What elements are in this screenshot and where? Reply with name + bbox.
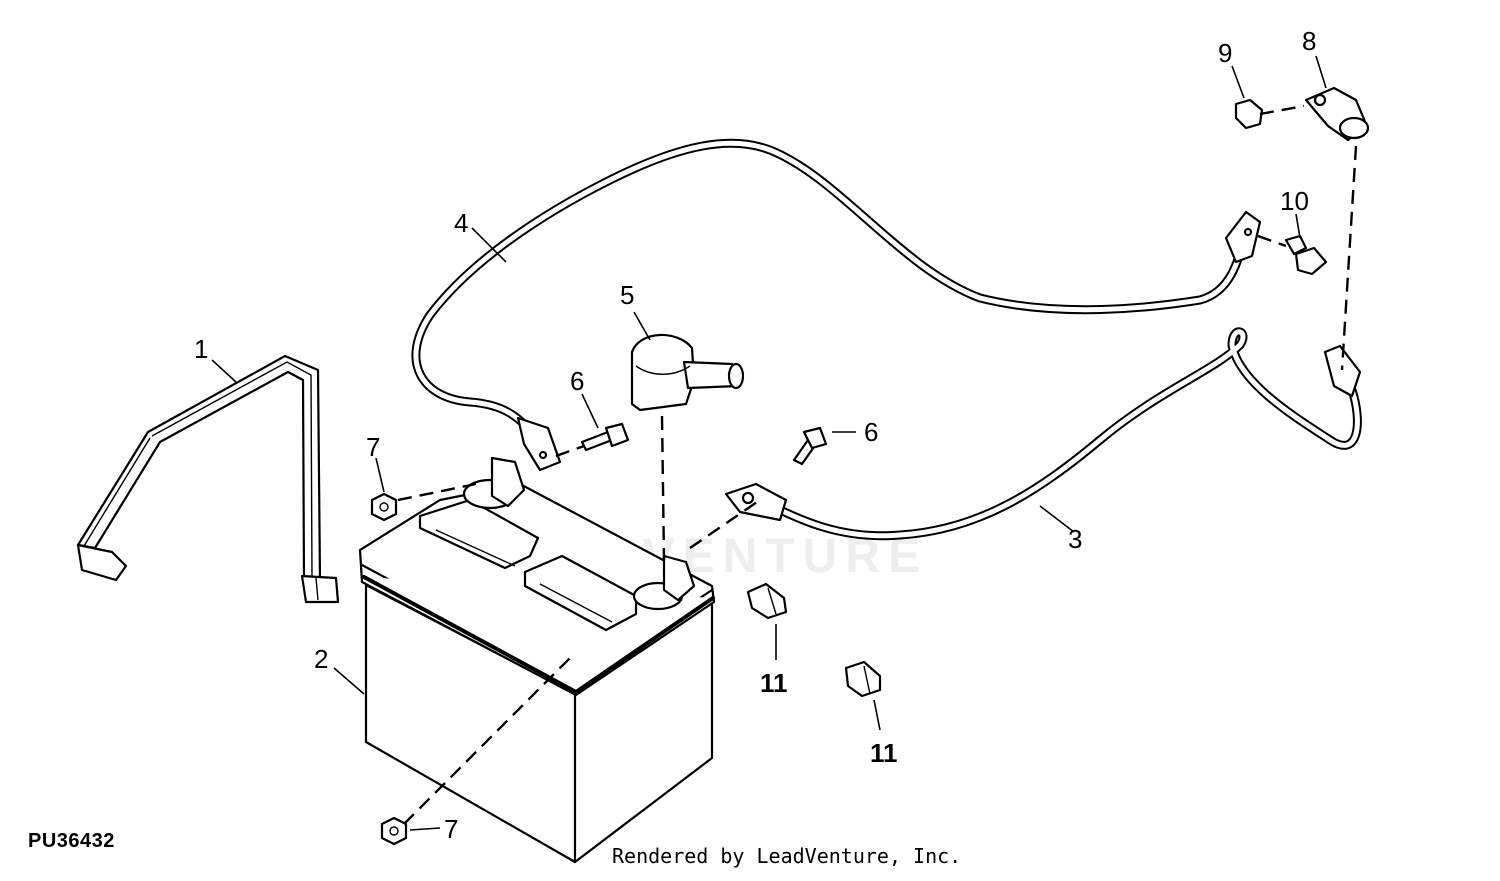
callout-11-right: 11 xyxy=(870,738,898,768)
render-credit: Rendered by LeadVenture, Inc. xyxy=(612,844,962,868)
part-3-negative-cable[interactable] xyxy=(724,327,1362,541)
part-11-clip-left[interactable] xyxy=(746,582,788,620)
callout-2: 2 xyxy=(314,644,328,674)
part-1-hold-down-strap[interactable] xyxy=(76,354,340,604)
callout-3: 3 xyxy=(1068,524,1082,554)
callout-6-left: 6 xyxy=(570,366,584,396)
callout-4: 4 xyxy=(454,208,468,238)
part-11-clip-right[interactable] xyxy=(844,660,882,698)
callout-5: 5 xyxy=(620,280,634,310)
part-8-clamp[interactable] xyxy=(1304,86,1370,142)
callout-8: 8 xyxy=(1302,26,1316,56)
callout-11-left: 11 xyxy=(760,668,788,698)
callout-10: 10 xyxy=(1280,186,1309,216)
callout-7-bottom: 7 xyxy=(444,814,458,844)
leader-lines xyxy=(211,55,1327,831)
callout-1: 1 xyxy=(194,334,208,364)
part-7-nut-top[interactable] xyxy=(370,492,398,522)
part-6-bolt-left[interactable] xyxy=(580,422,630,452)
figure-id: PU36432 xyxy=(28,830,115,852)
part-9-nut[interactable] xyxy=(1234,98,1264,130)
callout-6-right: 6 xyxy=(864,417,878,447)
part-10-bolt[interactable] xyxy=(1284,234,1328,276)
part-4-positive-cable[interactable] xyxy=(411,138,1262,472)
assembly-lines xyxy=(397,104,1358,825)
part-6-bolt-right[interactable] xyxy=(792,426,828,466)
callout-9: 9 xyxy=(1218,38,1232,68)
part-5-terminal-boot[interactable] xyxy=(630,333,745,412)
callouts: 1 2 3 4 5 6 6 7 7 8 9 10 11 11 xyxy=(194,26,1316,844)
part-7-nut-bottom[interactable] xyxy=(380,816,408,846)
part-2-battery[interactable] xyxy=(358,456,716,864)
callout-7-top: 7 xyxy=(366,432,380,462)
